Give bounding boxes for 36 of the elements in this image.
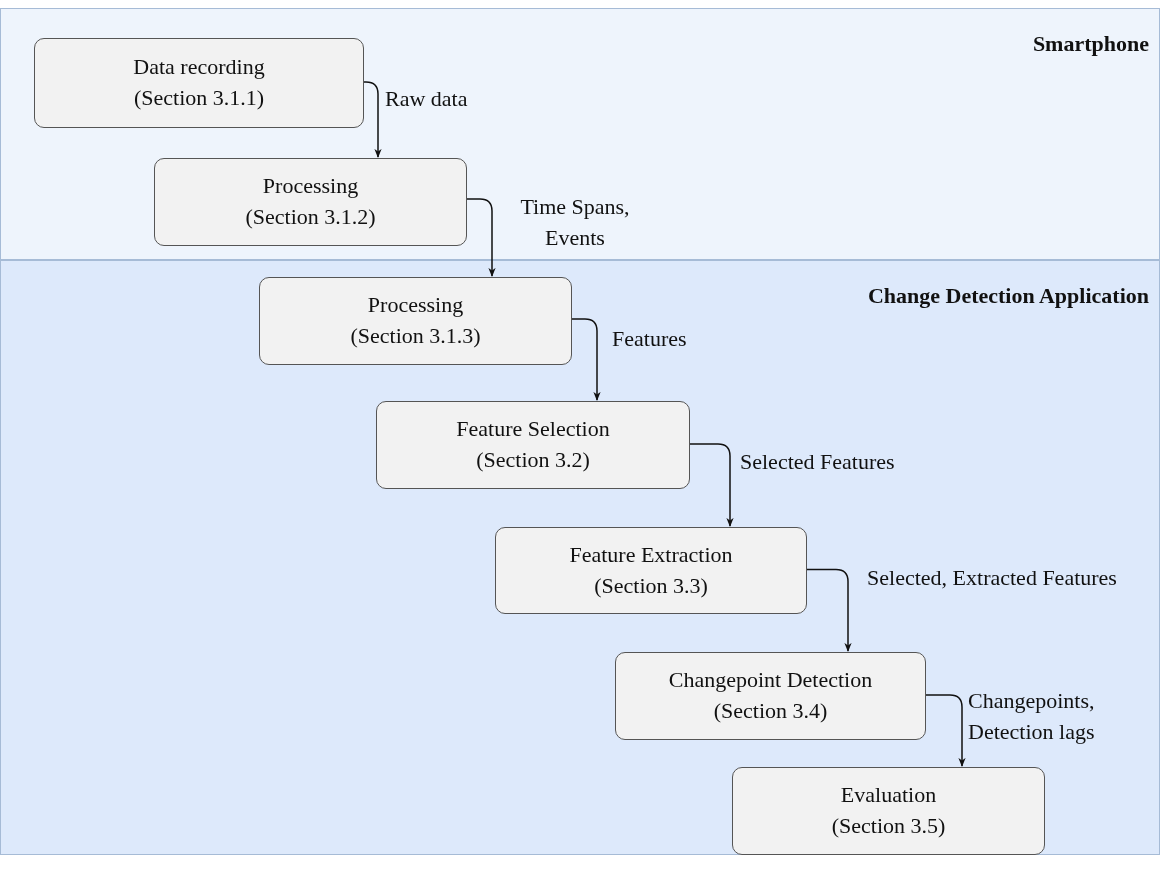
edge-label: Features bbox=[612, 325, 688, 353]
arrow bbox=[924, 694, 966, 767]
edge-label: Changepoints, Detection lags bbox=[968, 687, 1096, 746]
process-box bbox=[259, 277, 572, 365]
arrow bbox=[688, 443, 734, 527]
section-reference: (Section 3.4) bbox=[713, 697, 828, 725]
process-box bbox=[376, 401, 690, 489]
step-title: Feature Selection bbox=[456, 415, 610, 444]
section-reference: (Section 3.1.2) bbox=[245, 203, 376, 231]
section-reference: (Section 3.5) bbox=[831, 812, 946, 840]
edge-label: Selected, Extracted Features bbox=[866, 564, 1118, 592]
arrow bbox=[465, 198, 496, 277]
step-title: Evaluation bbox=[840, 781, 937, 810]
edge-label: Selected Features bbox=[740, 448, 896, 476]
section-reference: (Section 3.1.1) bbox=[133, 84, 265, 112]
step-title: Changepoint Detection bbox=[668, 666, 873, 695]
process-box bbox=[34, 38, 364, 128]
process-box bbox=[615, 652, 926, 740]
step-title: Data recording bbox=[133, 53, 265, 82]
step-title: Feature Extraction bbox=[569, 540, 733, 569]
region-heading: Change Detection Application bbox=[867, 283, 1149, 309]
edge-label: Raw data bbox=[385, 85, 469, 113]
region-heading: Smartphone bbox=[1032, 31, 1149, 57]
section-reference: (Section 3.1.3) bbox=[350, 322, 481, 350]
edge-label: Time Spans, Events bbox=[519, 193, 631, 252]
arrow bbox=[570, 318, 601, 401]
region-band bbox=[0, 8, 1160, 260]
process-box bbox=[732, 767, 1045, 855]
process-box bbox=[154, 158, 467, 246]
process-box bbox=[495, 527, 807, 614]
region-band bbox=[0, 260, 1160, 855]
arrow bbox=[805, 568, 852, 652]
step-title: Processing bbox=[367, 291, 464, 320]
section-reference: (Section 3.3) bbox=[594, 571, 708, 600]
section-reference: (Section 3.2) bbox=[476, 446, 590, 474]
step-title: Processing bbox=[262, 172, 359, 201]
